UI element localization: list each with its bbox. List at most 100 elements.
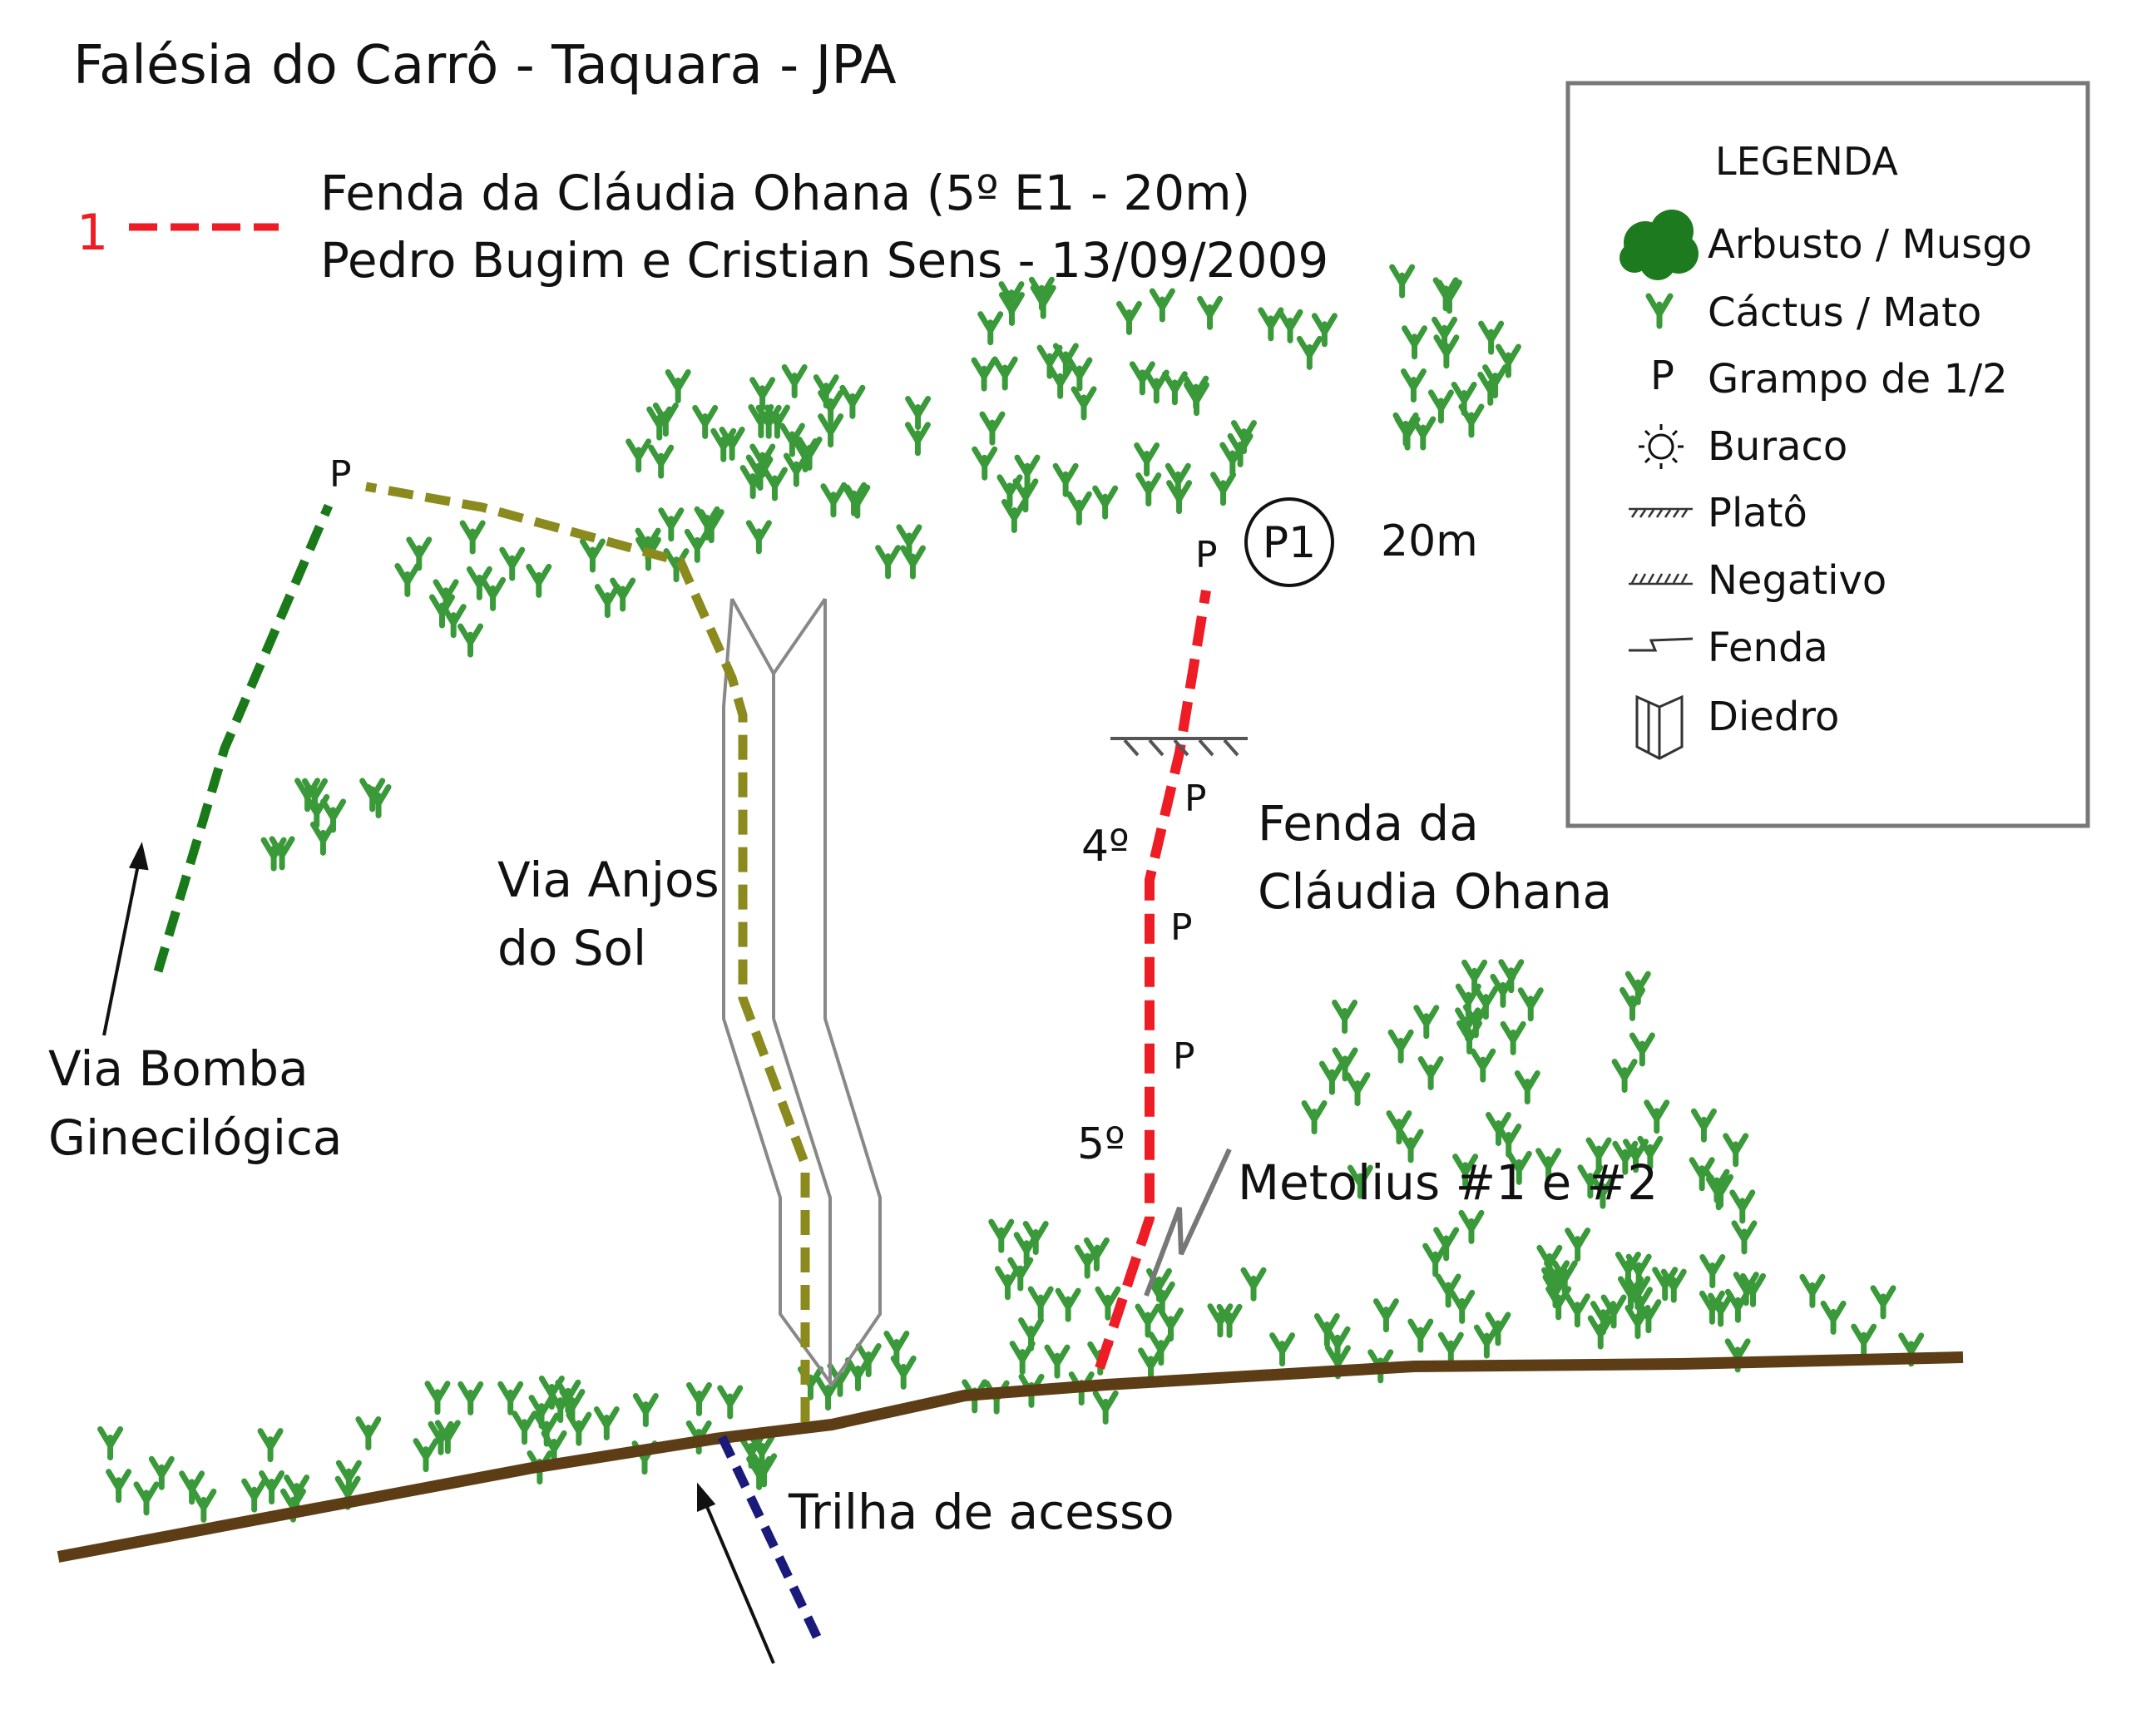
cactus-glyph (1587, 1315, 1614, 1350)
label-trilha: Trilha de acesso (788, 1484, 1174, 1540)
cactus-glyph (526, 563, 552, 598)
cactus-glyph (796, 436, 823, 471)
cactus-glyph (1517, 987, 1544, 1022)
cactus-glyph (190, 1488, 217, 1523)
cactus-glyph (566, 1411, 592, 1446)
cactus-glyph (749, 443, 776, 478)
cactus-glyph (1402, 325, 1428, 360)
cactus-glyph (761, 467, 788, 501)
cactus-glyph (1258, 307, 1284, 342)
bush-icon (1619, 210, 1699, 280)
cactus-glyph (685, 1381, 712, 1416)
cactus-glyph (1138, 1347, 1165, 1382)
cactus-glyph (781, 364, 808, 399)
sun-icon (1639, 424, 1684, 469)
cactus-glyph (1332, 1000, 1358, 1035)
cactus-glyph (1435, 1273, 1461, 1308)
cactus-glyph (1799, 1273, 1826, 1308)
vegetation (97, 264, 1925, 1523)
cactus-glyph (1149, 288, 1175, 323)
cactus-glyph (1394, 416, 1421, 451)
cactus-glyph (665, 369, 691, 404)
cactus-glyph (1477, 371, 1504, 406)
cactus-glyph (841, 482, 868, 516)
cactus-glyph (440, 604, 467, 639)
cactus-glyph (1619, 986, 1646, 1021)
cactus-glyph (905, 396, 932, 431)
crack-icon (1629, 637, 1694, 652)
cactus-glyph (359, 778, 386, 813)
cactus-glyph (133, 1481, 160, 1516)
cactus-glyph (241, 1478, 268, 1513)
cactus-glyph (779, 422, 805, 457)
cactus-glyph (1485, 1112, 1511, 1147)
cactus-glyph (1115, 300, 1142, 335)
legend-label-ledge: Platô (1708, 490, 1807, 536)
cactus-glyph (394, 562, 421, 597)
legend-label-hole: Buraco (1708, 423, 1847, 470)
cactus-glyph (97, 1426, 124, 1460)
cactus-glyph (710, 427, 737, 462)
cactus-glyph (1564, 1293, 1590, 1328)
cactus-glyph (1313, 1313, 1340, 1348)
cactus-glyph (1009, 1341, 1036, 1376)
cactus-glyph (1135, 472, 1162, 507)
grade-upper: 4º (1081, 822, 1130, 872)
cactus-glyph (1387, 1029, 1414, 1064)
cactus-glyph (815, 1376, 842, 1411)
cactus-glyph (1407, 1318, 1434, 1353)
cactus-glyph (875, 545, 902, 580)
bolt-marker-top: P (1195, 534, 1218, 576)
cactus-glyph (1386, 1110, 1412, 1145)
cactus-glyph (1699, 1254, 1726, 1289)
legend-item-ledge: Platô (1629, 490, 1807, 536)
cactus-glyph (499, 546, 526, 581)
cactus-glyph (1277, 309, 1303, 343)
cactus-glyph (1296, 335, 1323, 370)
cactus-glyph (1166, 480, 1193, 515)
cactus-glyph (1820, 1300, 1847, 1335)
cactus-glyph (309, 821, 336, 856)
legend-item-bolt: P Grampo de 1/2 (1650, 353, 2008, 403)
anchor-label: P1 (1263, 518, 1316, 568)
cactus-glyph (1495, 343, 1521, 378)
cactus-glyph (632, 1392, 659, 1427)
route-authors-line: Pedro Bugim e Cristian Sens - 13/09/2009 (320, 232, 1328, 289)
cactus-glyph (1612, 1140, 1639, 1175)
cactus-glyph (1027, 1286, 1054, 1321)
cactus-glyph (1708, 1292, 1734, 1327)
cactus-glyph (424, 1381, 451, 1415)
cactus-glyph (1318, 1060, 1345, 1095)
cactus-glyph (1436, 279, 1462, 314)
cactus-glyph (658, 507, 685, 542)
cactus-glyph (1347, 1164, 1373, 1199)
route-header: 1 Fenda da Cláudia Ohana (5º E1 - 20m) P… (77, 165, 1328, 289)
cactus-glyph (1066, 491, 1092, 526)
cactus-glyph (1600, 1294, 1627, 1329)
cactus-glyph (1498, 959, 1525, 994)
cactus-glyph (1565, 1228, 1591, 1262)
cactus-glyph (1044, 1344, 1071, 1379)
cactus-glyph (818, 389, 844, 424)
cactus-glyph (594, 584, 621, 619)
label-anjos-1: Via Anjos (497, 852, 719, 908)
cactus-glyph (1731, 1220, 1758, 1255)
cactus-glyph (1689, 1157, 1715, 1192)
cactus-glyph (538, 1376, 565, 1410)
cactus-glyph (1611, 1059, 1638, 1094)
cactus-glyph (1344, 1072, 1371, 1107)
cactus-glyph (1092, 485, 1119, 520)
cactus-glyph (1472, 986, 1499, 1020)
cactus-glyph (1301, 1100, 1328, 1135)
cactus-glyph (1036, 344, 1063, 379)
cactus-glyph (979, 411, 1006, 446)
cactus-glyph (745, 520, 772, 555)
cactus-glyph (1207, 1303, 1234, 1338)
route-fenda (1095, 590, 1211, 1370)
cactus-glyph (1458, 1209, 1485, 1244)
cactus-glyph (972, 446, 998, 481)
cactus-glyph (820, 483, 847, 518)
cactus-glyph (1690, 1108, 1717, 1143)
cactus-glyph (1134, 442, 1160, 477)
cactus-glyph (1013, 1232, 1040, 1267)
